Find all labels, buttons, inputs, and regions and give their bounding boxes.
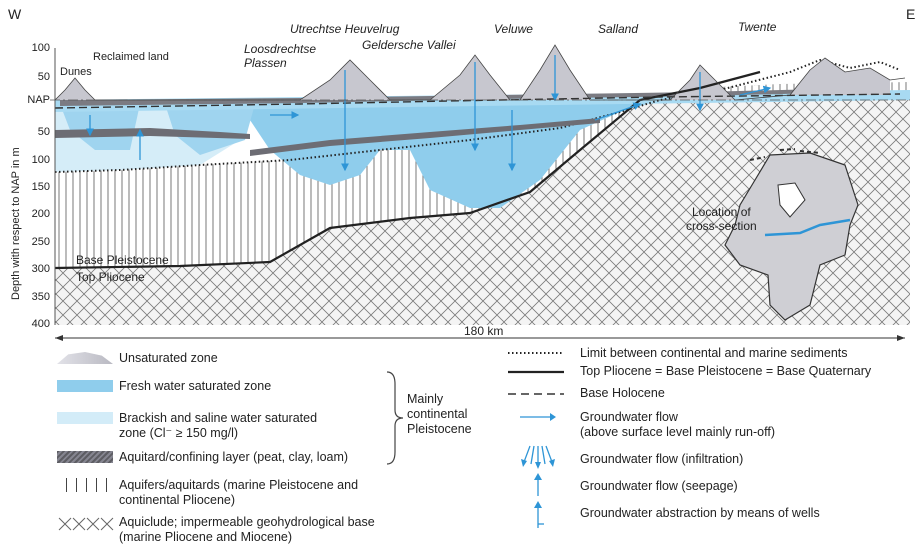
unsaturated-zone <box>55 78 95 100</box>
y-axis-label: Depth with respect to NAP in m <box>10 147 22 300</box>
base-pleistocene-label: Base Pleistocene <box>76 253 169 267</box>
well-icon <box>528 500 548 530</box>
place-utrechtse-heuvelrug: Utrechtse Heuvelrug <box>290 22 399 36</box>
seepage-arrow-icon <box>528 472 548 498</box>
west-label: W <box>8 6 21 22</box>
brace <box>385 370 405 466</box>
place-twente: Twente <box>738 20 776 34</box>
y-tick: 200 <box>24 208 50 220</box>
inset-label: Location of cross-section <box>686 205 757 233</box>
legend-left: Unsaturated zone Fresh water saturated z… <box>55 348 475 553</box>
east-label: E <box>906 6 915 22</box>
flow-arrow-icon <box>518 412 558 422</box>
y-tick: 400 <box>24 318 50 330</box>
y-tick: 150 <box>24 181 50 193</box>
y-tick: 50 <box>24 71 50 83</box>
top-pliocene-label: Top Pliocene <box>76 270 145 284</box>
scale-label: 180 km <box>464 324 503 338</box>
place-reclaimed-land: Reclaimed land <box>93 51 169 63</box>
brace-label: Mainly continental Pleistocene <box>407 392 472 437</box>
legend-right: Limit between continental and marine sed… <box>508 344 918 549</box>
place-veluwe: Veluwe <box>494 22 533 36</box>
swatch-aquitard <box>57 451 113 463</box>
place-salland: Salland <box>598 22 638 36</box>
swatch-unsaturated <box>57 352 113 364</box>
place-loosdrechtse-plassen: LoosdrechtsePlassen <box>244 42 316 70</box>
y-tick: NAP <box>24 94 50 106</box>
swatch-aquifer <box>57 478 113 492</box>
place-geldersche-vallei: Geldersche Vallei <box>362 38 456 52</box>
y-tick: 350 <box>24 291 50 303</box>
infiltration-arrow-icon <box>518 444 558 470</box>
y-tick: 250 <box>24 236 50 248</box>
swatch-fresh <box>57 380 113 392</box>
legend-line-base-holocene <box>508 391 568 397</box>
swatch-aquiclude <box>57 516 117 532</box>
y-tick: 50 <box>24 126 50 138</box>
y-tick: 100 <box>24 42 50 54</box>
y-tick: 100 <box>24 154 50 166</box>
place-dunes: Dunes <box>60 66 92 78</box>
legend-line-top-pliocene <box>508 369 568 375</box>
swatch-brackish <box>57 412 113 424</box>
y-tick: 300 <box>24 263 50 275</box>
legend-line-limit <box>508 350 568 356</box>
